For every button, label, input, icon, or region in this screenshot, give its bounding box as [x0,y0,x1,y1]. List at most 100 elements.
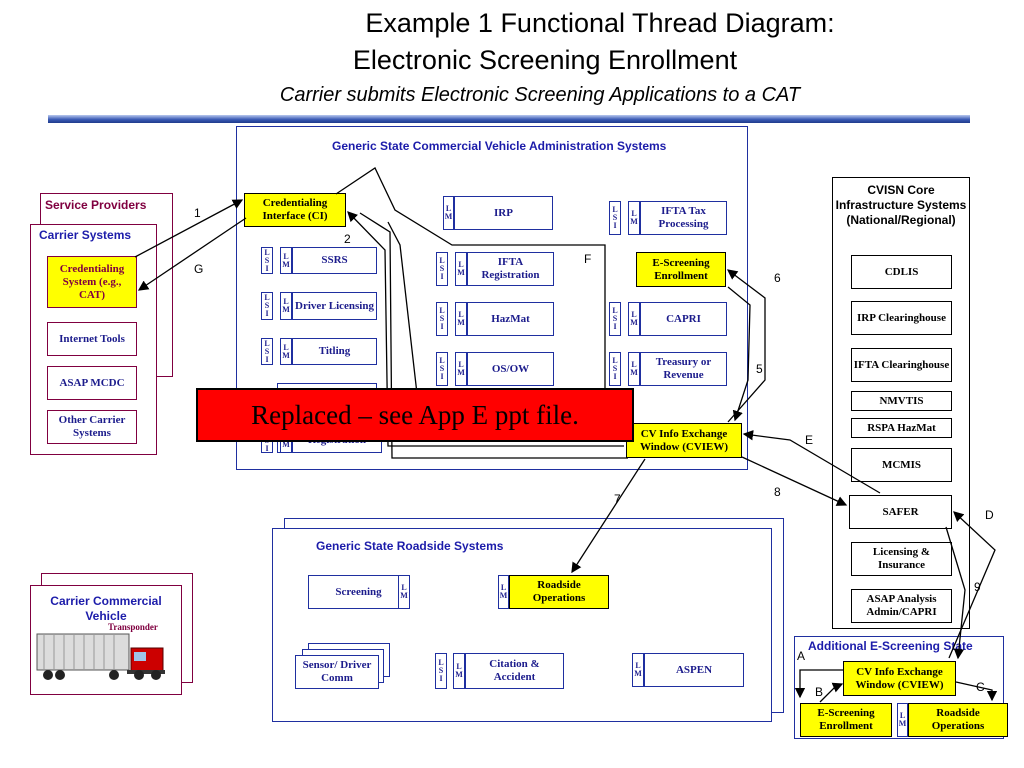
osow-label: OS/OW [491,362,530,375]
additional-roadside-box[interactable]: Roadside Operations [908,703,1008,737]
treasury-label: Treasury or Revenue [655,356,712,381]
cvas-panel [236,126,748,470]
additional-escreening-box[interactable]: E-Screening Enrollment [800,703,892,737]
osow-box[interactable]: OS/OW [467,352,554,386]
cview-box[interactable]: CV Info Exchange Window (CVIEW) [626,423,742,458]
mcmis-box[interactable]: MCMIS [851,448,952,482]
cvisn-title: CVISN Core Infrastructure Systems (Natio… [835,183,967,227]
arrow-7 [571,458,646,574]
nmvtis-box[interactable]: NMVTIS [851,391,952,411]
arrow-5 [727,286,751,422]
other-carrier-systems-box[interactable]: Other Carrier Systems [47,410,137,444]
arrow-d [948,511,996,659]
ifta-tax-label: IFTA Tax Processing [658,205,709,230]
flow-label-c: C [976,680,985,694]
citation-accident-box[interactable]: Citation & Accident [465,653,564,689]
additional-escreening-label: E-Screening Enrollment [817,707,875,732]
roadside-operations-label: Roadside Operations [532,579,586,604]
truck-icon [36,633,165,680]
safer-label: SAFER [882,505,919,518]
licensing-insurance-box[interactable]: Licensing & Insurance [851,542,952,576]
titling-label: Titling [318,345,351,357]
asap-mcdc-label: ASAP MCDC [59,376,125,389]
title-rule [48,115,970,123]
rspa-hazmat-label: RSPA HazMat [867,421,936,434]
cdlis-box[interactable]: CDLIS [851,255,952,289]
flow-label-6: 6 [774,271,781,285]
arrow-9 [945,526,966,660]
driver-licensing-box[interactable]: Driver Licensing [292,292,377,320]
flow-label-1: 1 [194,206,201,220]
internet-tools-box[interactable]: Internet Tools [47,322,137,356]
safer-box[interactable]: SAFER [849,495,952,529]
arrow-6 [726,269,766,423]
aspen-box[interactable]: ASPEN [644,653,744,687]
treasury-box[interactable]: Treasury or Revenue [640,352,727,386]
aspen-label: ASPEN [675,663,713,676]
flow-label-f: F [584,252,592,266]
flow-label-a: A [797,649,806,663]
flow-label-2: 2 [344,232,351,246]
internet-tools-label: Internet Tools [59,332,125,345]
ssrs-label: SSRS [321,254,348,266]
rspa-hazmat-box[interactable]: RSPA HazMat [851,418,952,438]
credentialing-interface-label: Credentialing Interface (CI) [262,197,328,222]
roadside-title: Generic State Roadside Systems [316,539,504,553]
arrow-8 [741,456,848,506]
flow-label-e: E [805,433,814,447]
transponder-label: Transponder [108,622,158,632]
escreening-enrollment-box[interactable]: E-Screening Enrollment [636,252,726,287]
ssrs-box[interactable]: SSRS [292,247,377,274]
asap-mcdc-box[interactable]: ASAP MCDC [47,366,137,400]
capri-box[interactable]: CAPRI [640,302,727,336]
irp-box[interactable]: IRP [454,196,553,230]
ifta-tax-box[interactable]: IFTA Tax Processing [640,201,727,235]
arrow-b [819,682,844,703]
cview-label: CV Info Exchange Window (CVIEW) [639,427,729,453]
citation-accident-label: Citation & Accident [489,658,540,683]
sensor-driver-comm-box[interactable]: Sensor/ Driver Comm [295,655,379,689]
roadside-panel [272,528,772,722]
ifta-clearinghouse-label: IFTA Clearinghouse [853,358,950,371]
irp-label: IRP [494,206,513,219]
sensor-driver-comm-label: Sensor/ Driver Comm [302,659,372,684]
cvas-title: Generic State Commercial Vehicle Adminis… [332,139,667,153]
credentialing-system-label: Credentialing System (e.g., CAT) [59,262,125,301]
ifta-clearinghouse-box[interactable]: IFTA Clearinghouse [851,348,952,382]
screening-box[interactable]: Screening [308,575,409,609]
hazmat-label: HazMat [491,312,530,325]
asap-analysis-box[interactable]: ASAP Analysis Admin/CAPRI [851,589,952,623]
titling-box[interactable]: Titling [292,338,377,365]
roadside-operations-box[interactable]: Roadside Operations [509,575,609,609]
arrow-c [955,681,998,702]
mcmis-label: MCMIS [881,458,922,471]
flow-label-7: 7 [614,492,621,506]
irp-clearinghouse-box[interactable]: IRP Clearinghouse [851,301,952,335]
flow-label-9: 9 [974,580,981,594]
arrow-2c [359,212,628,459]
credentialing-system-box[interactable]: Credentialing System (e.g., CAT) [47,256,137,308]
subtitle: Carrier submits Electronic Screening App… [279,84,801,106]
flow-label-8: 8 [774,485,781,499]
hazmat-box[interactable]: HazMat [467,302,554,336]
credentialing-interface-box[interactable]: Credentialing Interface (CI) [244,193,346,227]
asap-analysis-label: ASAP Analysis Admin/CAPRI [866,593,937,618]
additional-cview-box[interactable]: CV Info Exchange Window (CVIEW) [843,661,956,696]
title-line2: Electronic Screening Enrollment [352,45,738,75]
ifta-registration-box[interactable]: IFTA Registration [467,252,554,286]
flow-label-5: 5 [756,362,763,376]
vehicle-title: Carrier Commercial Vehicle [50,594,162,623]
